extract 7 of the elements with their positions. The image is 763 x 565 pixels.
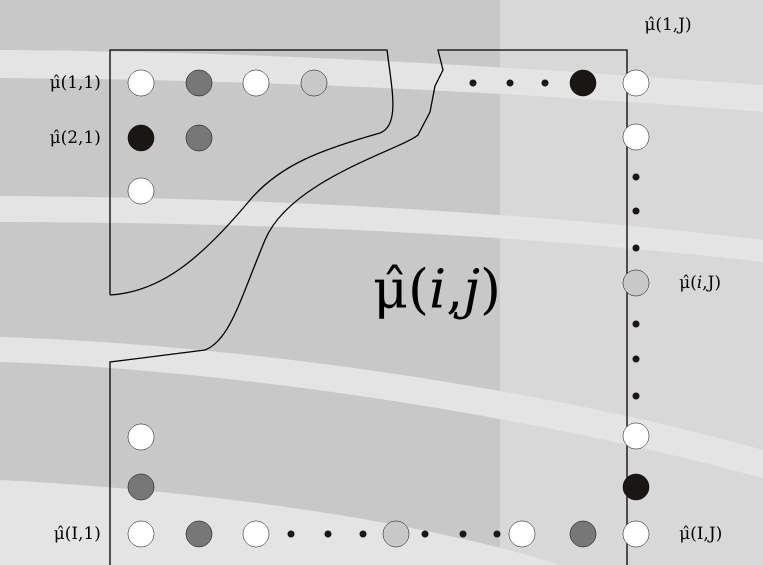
matrix-label: μ̂(2,1) (50, 129, 100, 147)
matrix-label: μ̂(i,j) (374, 264, 497, 320)
matrix-label: μ̂(i,J) (680, 274, 720, 292)
matrix-label: μ̂(I,1) (54, 525, 100, 543)
matrix-label: μ̂(I,J) (680, 525, 721, 543)
matrix-label: μ̂(1,1) (50, 74, 100, 92)
matrix-label: μ̂(1,J) (645, 16, 690, 34)
